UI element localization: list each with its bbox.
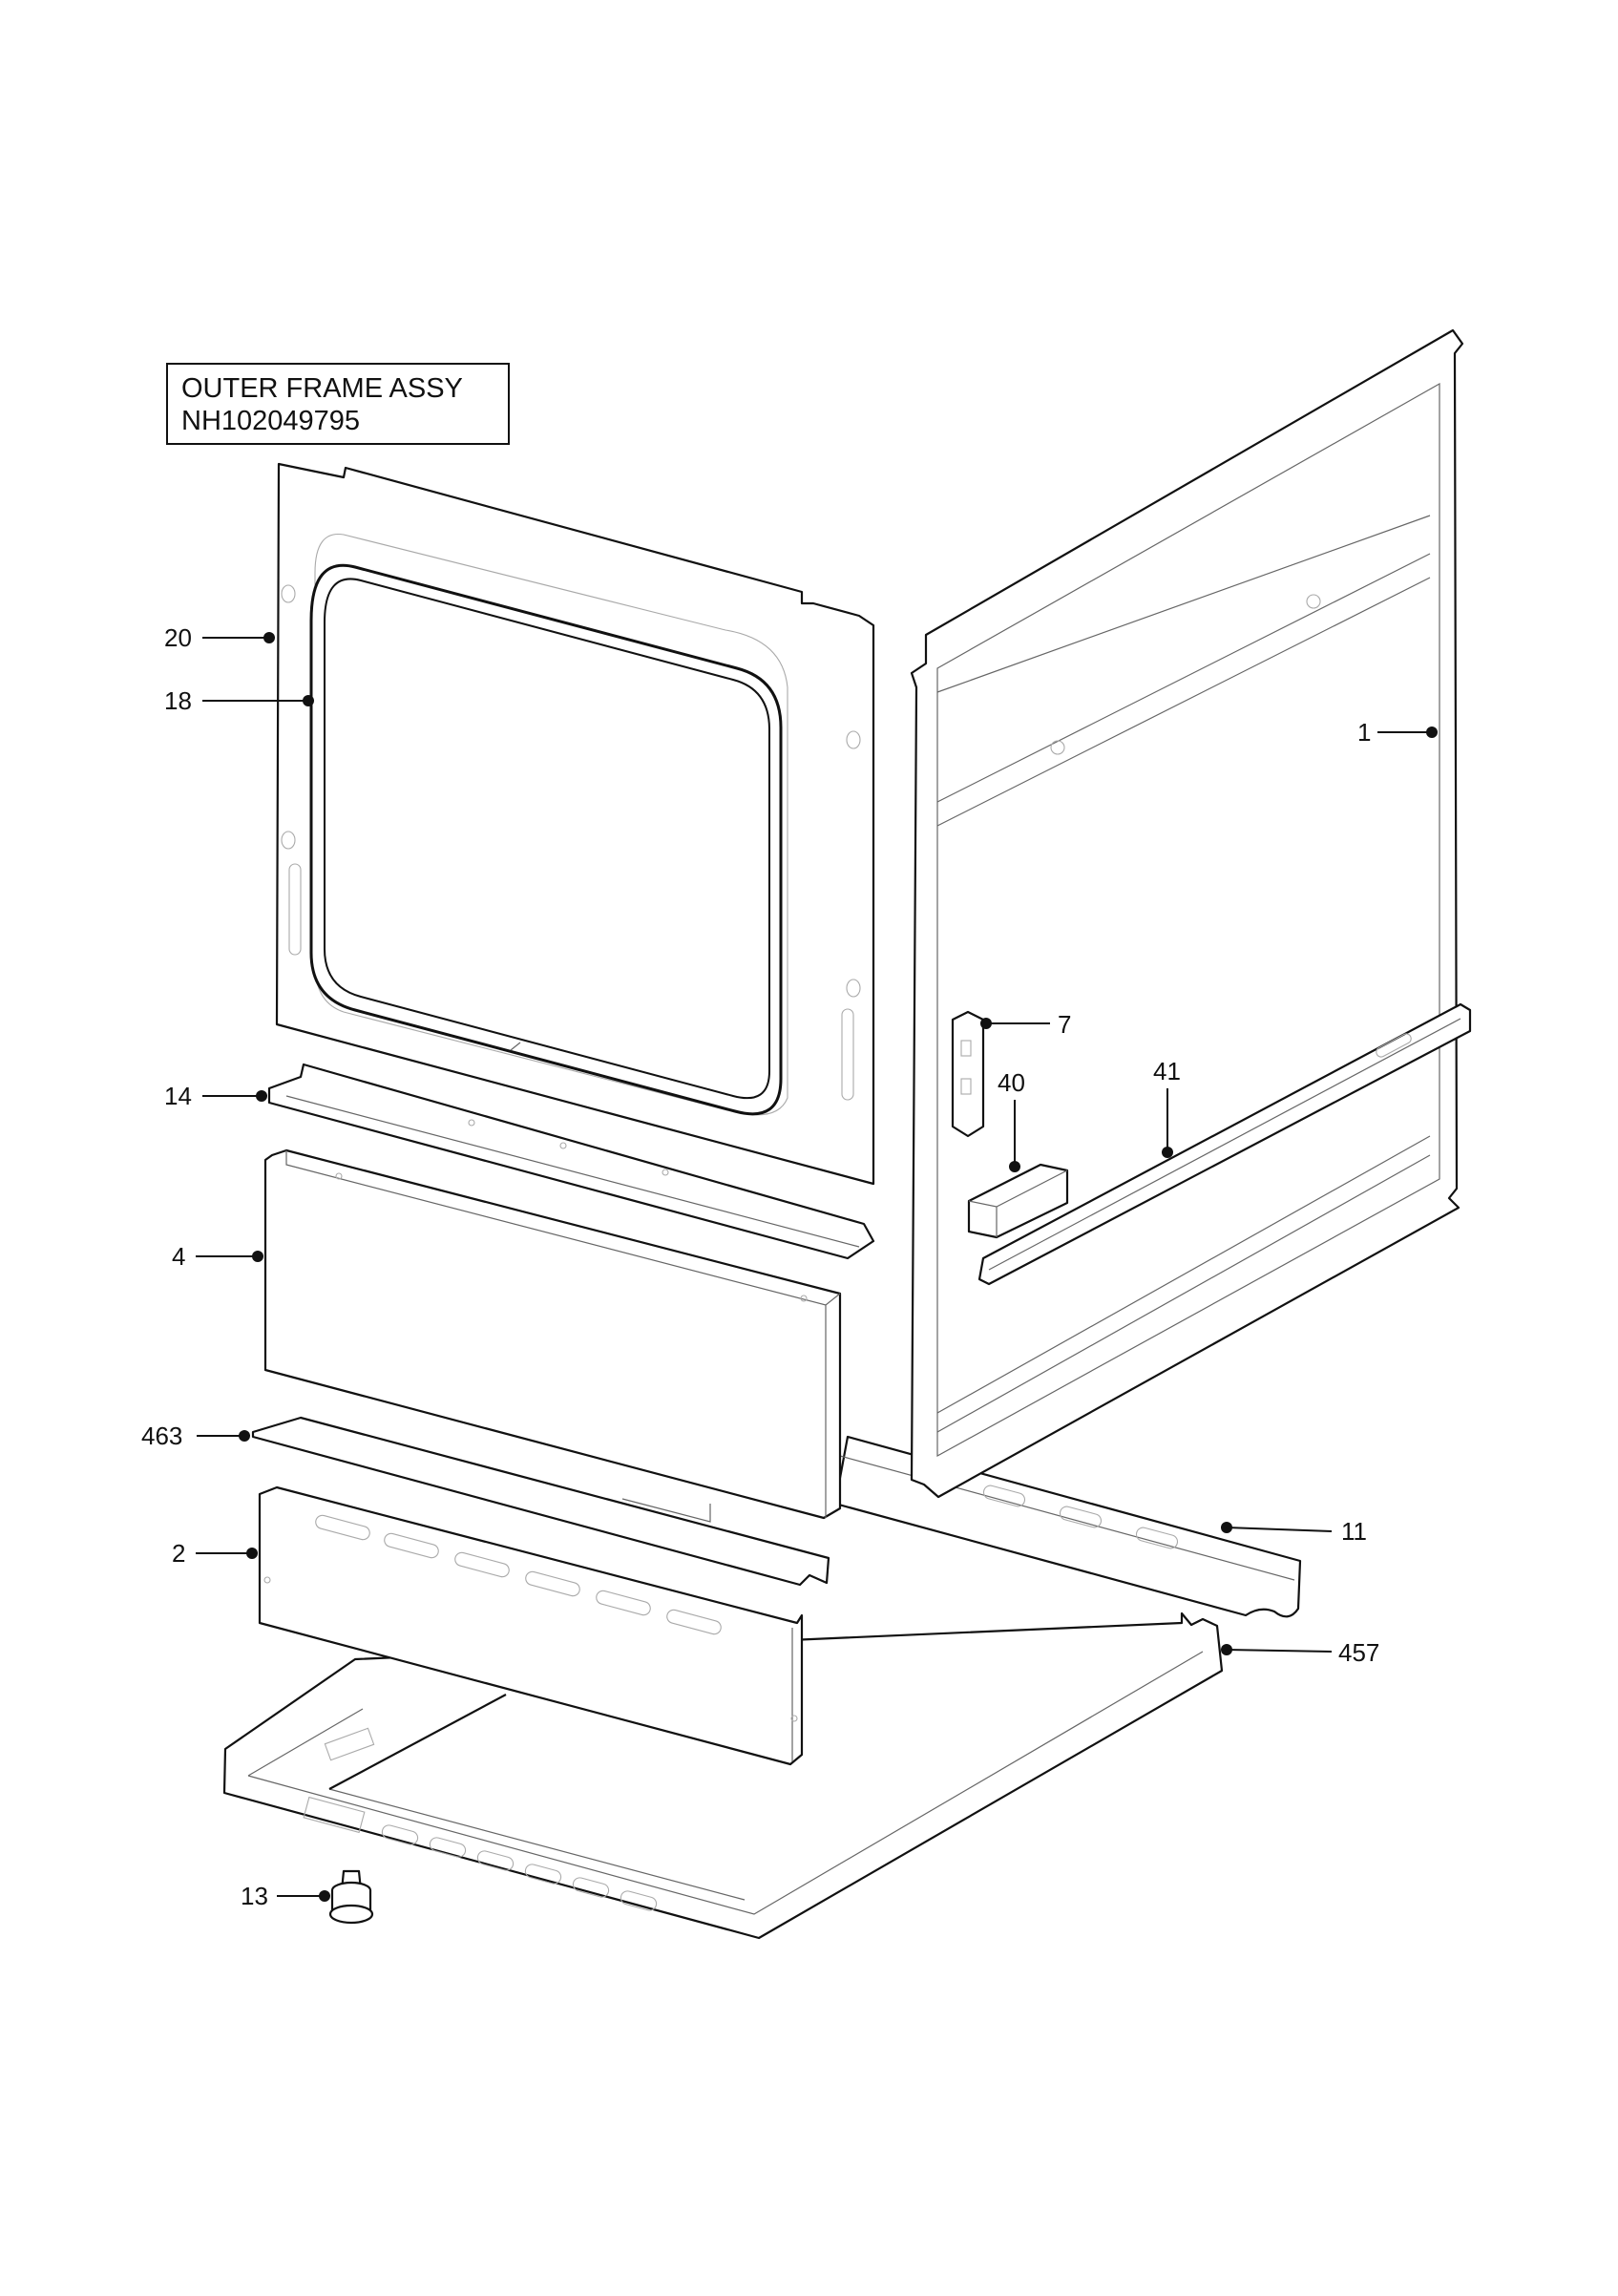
callout-1: 1: [1357, 718, 1438, 747]
part-463-strip: [251, 1416, 830, 1587]
part-14-cross-rail: [267, 1063, 875, 1260]
callout-label-463: 463: [141, 1422, 182, 1450]
callout-label-457: 457: [1338, 1638, 1379, 1667]
callout-label-2: 2: [172, 1539, 185, 1568]
callout-label-1: 1: [1357, 718, 1371, 747]
assembly-part-number: NH102049795: [181, 406, 361, 436]
part-7-bracket: [951, 1010, 985, 1138]
part-40-block: [967, 1163, 1069, 1239]
assembly-title-box: OUTER FRAME ASSY NH102049795: [166, 363, 510, 445]
callout-label-18: 18: [164, 686, 192, 715]
callout-label-40: 40: [998, 1068, 1025, 1097]
callout-label-20: 20: [164, 623, 192, 652]
part-41-runner-rail: [977, 1002, 1472, 1286]
callout-13: 13: [241, 1882, 330, 1910]
part-4-front-panel: [263, 1148, 842, 1520]
callout-11: 11: [1221, 1517, 1367, 1546]
callout-40: 40: [998, 1068, 1025, 1172]
callout-20: 20: [164, 623, 275, 652]
callout-457: 457: [1221, 1638, 1379, 1667]
callout-label-11: 11: [1341, 1517, 1367, 1546]
callout-4: 4: [172, 1242, 263, 1271]
part-18-gasket: [309, 563, 783, 1116]
callout-41: 41: [1153, 1057, 1181, 1158]
callout-7: 7: [980, 1010, 1071, 1039]
callout-label-41: 41: [1153, 1057, 1181, 1085]
callout-label-7: 7: [1058, 1010, 1071, 1039]
part-2-front-skirt: [258, 1485, 804, 1766]
callout-18: 18: [164, 686, 314, 715]
part-457-base-tray: [222, 1611, 1224, 1940]
part-13-foot: [328, 1869, 374, 1925]
callout-2: 2: [172, 1539, 258, 1568]
part-1-side-panel: [910, 328, 1464, 1499]
assembly-name: OUTER FRAME ASSY: [181, 373, 463, 404]
callout-label-13: 13: [241, 1882, 268, 1910]
callout-14: 14: [164, 1082, 267, 1110]
callout-label-14: 14: [164, 1082, 192, 1110]
callout-label-4: 4: [172, 1242, 185, 1271]
callout-463: 463: [141, 1422, 250, 1450]
